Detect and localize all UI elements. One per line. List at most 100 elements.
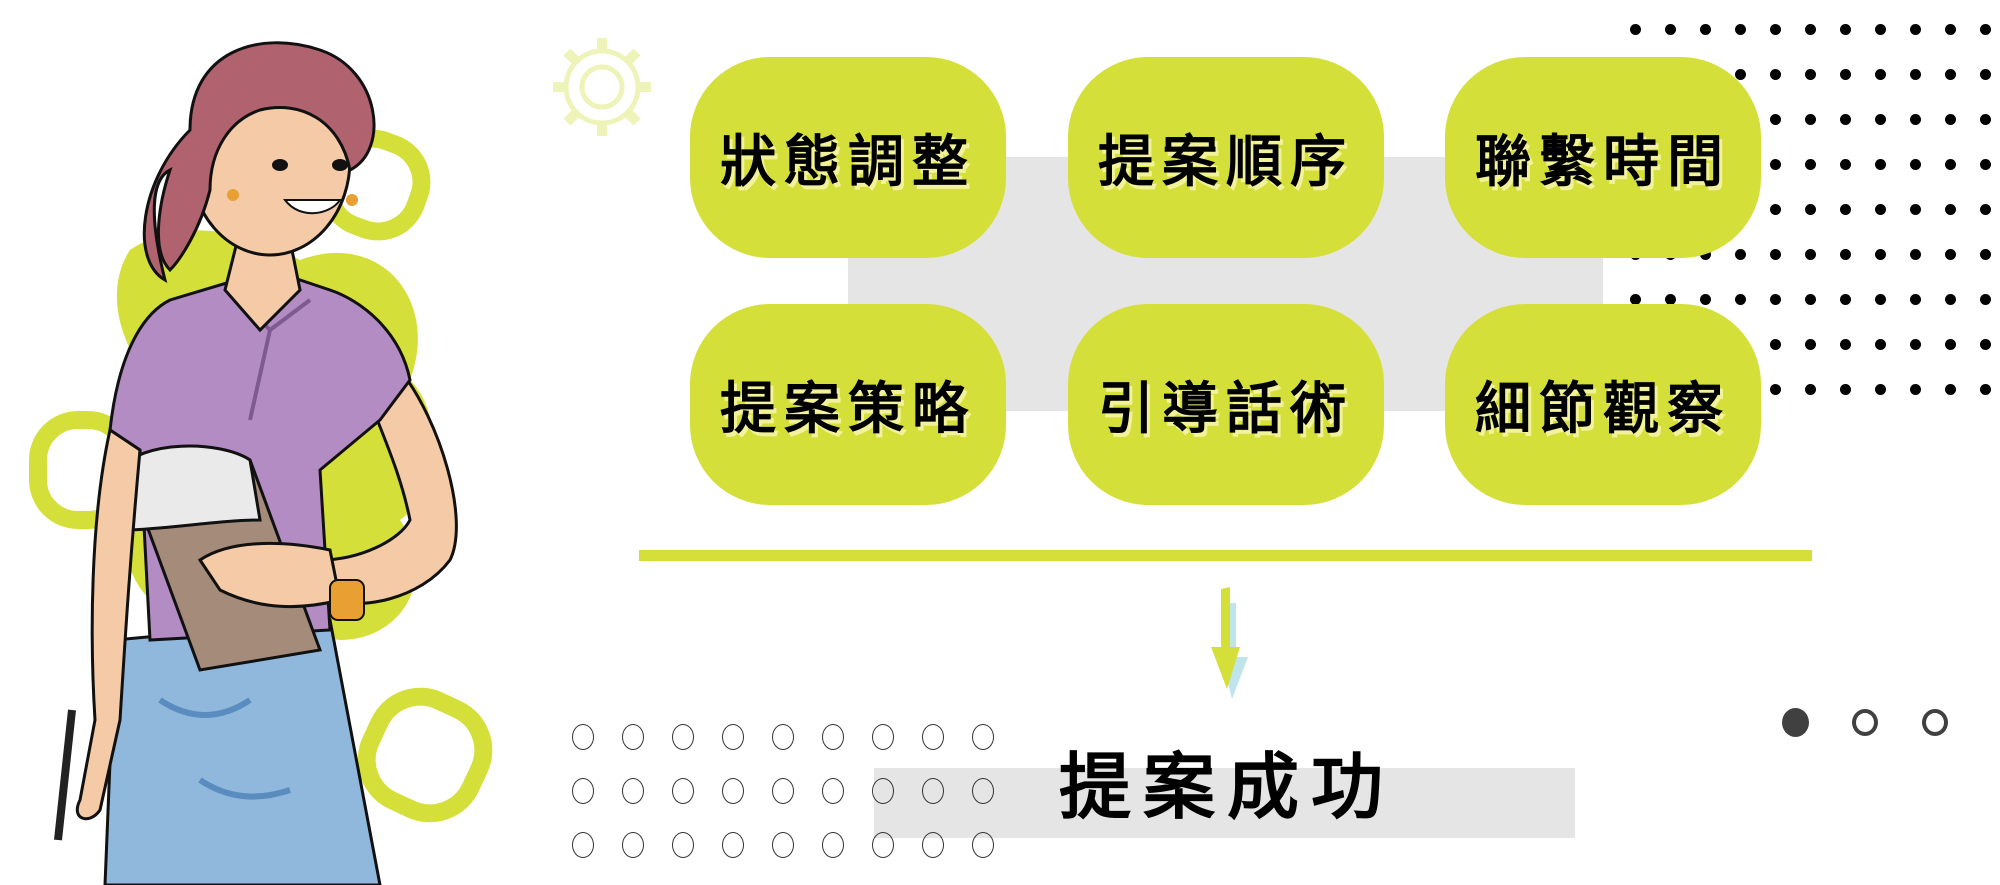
pattern-ring	[672, 778, 694, 804]
pattern-ring	[572, 778, 594, 804]
pattern-dot	[1910, 159, 1921, 170]
pattern-dot	[1840, 69, 1851, 80]
pattern-dot	[1700, 24, 1711, 35]
pattern-ring	[622, 832, 644, 858]
pattern-dot	[1910, 384, 1921, 395]
pattern-ring	[572, 832, 594, 858]
pattern-dot	[1980, 294, 1991, 305]
pattern-dot	[1980, 114, 1991, 125]
card-label: 狀態調整	[720, 130, 976, 195]
pattern-dot	[1700, 249, 1711, 260]
pattern-dot	[1840, 159, 1851, 170]
pattern-dot	[1840, 204, 1851, 215]
pattern-dot	[1805, 294, 1816, 305]
pattern-dot	[1840, 114, 1851, 125]
pattern-dot	[1630, 24, 1641, 35]
pattern-dot	[1805, 69, 1816, 80]
pattern-dot	[1735, 294, 1746, 305]
pattern-dot	[1875, 69, 1886, 80]
pattern-dot	[1945, 339, 1956, 350]
pattern-dot	[1910, 69, 1921, 80]
page-dot-2[interactable]	[1852, 709, 1878, 736]
pattern-dot	[1945, 69, 1956, 80]
pattern-dot	[1805, 339, 1816, 350]
pattern-dot	[1840, 384, 1851, 395]
pattern-dot	[1980, 249, 1991, 260]
card-contact-time: 聯繫時間	[1445, 57, 1761, 258]
pattern-dot	[1770, 249, 1781, 260]
pattern-dot	[1910, 249, 1921, 260]
divider-line	[639, 550, 1812, 561]
pattern-dot	[1875, 294, 1886, 305]
pattern-dot	[1945, 249, 1956, 260]
woman-with-clipboard-illustration	[29, 41, 493, 885]
pattern-ring	[922, 832, 944, 858]
pattern-dot	[1980, 204, 1991, 215]
pattern-dot	[1945, 294, 1956, 305]
pattern-dot	[1910, 114, 1921, 125]
pattern-ring	[922, 724, 944, 750]
card-proposal-order: 提案順序	[1068, 57, 1384, 258]
pattern-dot	[1700, 294, 1711, 305]
pattern-dot	[1980, 384, 1991, 395]
pattern-dot	[1665, 24, 1676, 35]
pattern-ring	[972, 832, 994, 858]
pattern-dot	[1805, 384, 1816, 395]
pattern-dot	[1910, 204, 1921, 215]
pattern-dot	[1770, 159, 1781, 170]
pattern-dot	[1630, 294, 1641, 305]
pattern-ring	[572, 724, 594, 750]
pattern-ring	[622, 778, 644, 804]
card-label: 細節觀察	[1475, 377, 1731, 442]
pattern-dot	[1875, 114, 1886, 125]
pattern-dot	[1805, 159, 1816, 170]
page-dot-3[interactable]	[1922, 709, 1948, 736]
card-detail-observation: 細節觀察	[1445, 304, 1761, 505]
pattern-dot	[1805, 24, 1816, 35]
pattern-ring	[672, 724, 694, 750]
pattern-dot	[1840, 249, 1851, 260]
pattern-dot	[1980, 69, 1991, 80]
pattern-ring	[722, 832, 744, 858]
pattern-ring	[972, 778, 994, 804]
pattern-ring	[822, 724, 844, 750]
card-label: 提案順序	[1098, 130, 1354, 195]
pattern-dot	[1980, 159, 1991, 170]
result-title: 提案成功	[1059, 745, 1396, 829]
pattern-dot	[1805, 249, 1816, 260]
pattern-dot	[1770, 69, 1781, 80]
pattern-ring	[872, 832, 894, 858]
pattern-ring	[872, 778, 894, 804]
pattern-ring	[772, 724, 794, 750]
pattern-dot	[1840, 339, 1851, 350]
pattern-dot	[1980, 24, 1991, 35]
pattern-ring	[672, 832, 694, 858]
arrow-down-icon	[1211, 587, 1248, 699]
pattern-ring	[772, 832, 794, 858]
pattern-dot	[1945, 204, 1956, 215]
pattern-ring	[872, 724, 894, 750]
pattern-ring	[822, 832, 844, 858]
pattern-ring	[722, 724, 744, 750]
gear-icon	[553, 38, 651, 136]
pattern-dot	[1910, 294, 1921, 305]
pattern-dot	[1875, 339, 1886, 350]
page-dot-1[interactable]	[1782, 708, 1809, 737]
pattern-dot	[1875, 24, 1886, 35]
pattern-dot	[1735, 24, 1746, 35]
card-label: 提案策略	[720, 377, 976, 442]
pattern-dot	[1805, 114, 1816, 125]
pattern-ring	[972, 724, 994, 750]
pattern-dot	[1875, 159, 1886, 170]
pattern-dot	[1770, 339, 1781, 350]
pattern-dot	[1770, 384, 1781, 395]
pattern-dot	[1945, 24, 1956, 35]
pattern-dot	[1980, 339, 1991, 350]
card-proposal-strategy: 提案策略	[690, 304, 1006, 505]
pattern-dot	[1805, 204, 1816, 215]
result-backdrop	[874, 768, 1575, 838]
pattern-ring	[722, 778, 744, 804]
pattern-dot	[1665, 294, 1676, 305]
card-guiding-talk: 引導話術	[1068, 304, 1384, 505]
pattern-dot	[1770, 204, 1781, 215]
